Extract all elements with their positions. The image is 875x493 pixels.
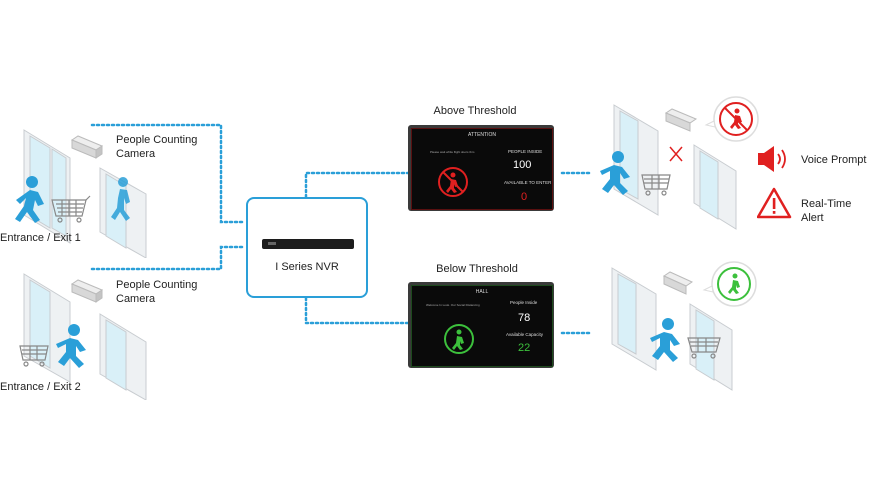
allowed-entrance-illustration (611, 261, 757, 391)
sensor-camera (664, 108, 698, 132)
door-right-panel (693, 144, 737, 230)
available-label: AVAILABLE TO ENTER (504, 180, 552, 185)
line-nvr-above (304, 171, 410, 199)
red-x-icon (669, 146, 683, 162)
below-threshold-screen: HALL Welcome In Look. Our Social Distanc… (408, 282, 554, 368)
sensor-camera (662, 271, 694, 295)
people-counting-camera-2 (70, 279, 104, 303)
nvr-label: I Series NVR (275, 261, 339, 273)
person-entering-icon (111, 177, 130, 221)
person-walking-icon (15, 176, 44, 223)
person-walking-icon (650, 318, 680, 362)
people-inside-label: People Inside (510, 300, 538, 305)
realtime-alert-label: Real-Time Alert (801, 198, 852, 224)
no-entry-person-icon (438, 167, 468, 197)
shopping-cart-icon (641, 174, 671, 196)
voice-prompt-label: Voice Prompt (801, 154, 867, 166)
above-threshold-screen: ATTENTION Please wait while flight doors… (408, 125, 554, 211)
screen-header: HALL (475, 289, 489, 295)
above-threshold-title: Above Threshold (433, 105, 517, 117)
entrance-2-illustration (19, 273, 147, 400)
entrance-1-illustration (15, 129, 147, 258)
shopping-cart-icon (19, 345, 49, 367)
available-value: 0 (521, 191, 528, 203)
available-value: 22 (518, 342, 531, 354)
screen-message: Welcome In Look. Our Social Distancing (426, 303, 480, 307)
nvr-box: I Series NVR (246, 197, 368, 298)
people-inside-value: 100 (513, 159, 532, 171)
people-inside-value: 78 (518, 312, 531, 324)
people-counting-camera-1 (70, 135, 104, 159)
speaker-icon (758, 146, 786, 172)
shopping-cart-icon (51, 195, 91, 223)
blocked-entrance-illustration (600, 96, 759, 230)
camera-label-2a: People Counting (116, 279, 198, 291)
shopping-cart-icon (687, 337, 721, 359)
people-inside-label: PEOPLE INSIDE (508, 149, 543, 154)
available-label: Available Capacity (506, 332, 543, 337)
screen-header: ATTENTION (468, 132, 496, 138)
screen-message: Please wait while flight doors tbm (430, 150, 475, 154)
camera-label-1b: Camera (116, 148, 156, 160)
door-left-panel (611, 267, 657, 371)
door-left-panel (23, 273, 71, 383)
allowed-bubble-icon (702, 261, 757, 307)
below-threshold-title: Below Threshold (436, 263, 518, 275)
door-right-panel (99, 313, 147, 400)
camera-label-1a: People Counting (116, 134, 198, 146)
entrance-2-label: Entrance / Exit 2 (0, 381, 81, 393)
line-nvr-below (304, 296, 410, 325)
line-camera2-nvr (90, 245, 246, 271)
no-entry-bubble-icon (704, 96, 759, 142)
door-right-panel (689, 303, 733, 391)
warning-triangle-icon (757, 187, 792, 219)
nvr-device-icon (262, 239, 354, 249)
green-person-icon (444, 324, 474, 354)
entrance-1-label: Entrance / Exit 1 (0, 232, 81, 244)
person-walking-icon (600, 151, 630, 195)
line-camera1-nvr (90, 123, 246, 224)
camera-label-2b: Camera (116, 293, 156, 305)
person-walking-icon (56, 324, 86, 368)
door-left-panel (613, 104, 659, 216)
